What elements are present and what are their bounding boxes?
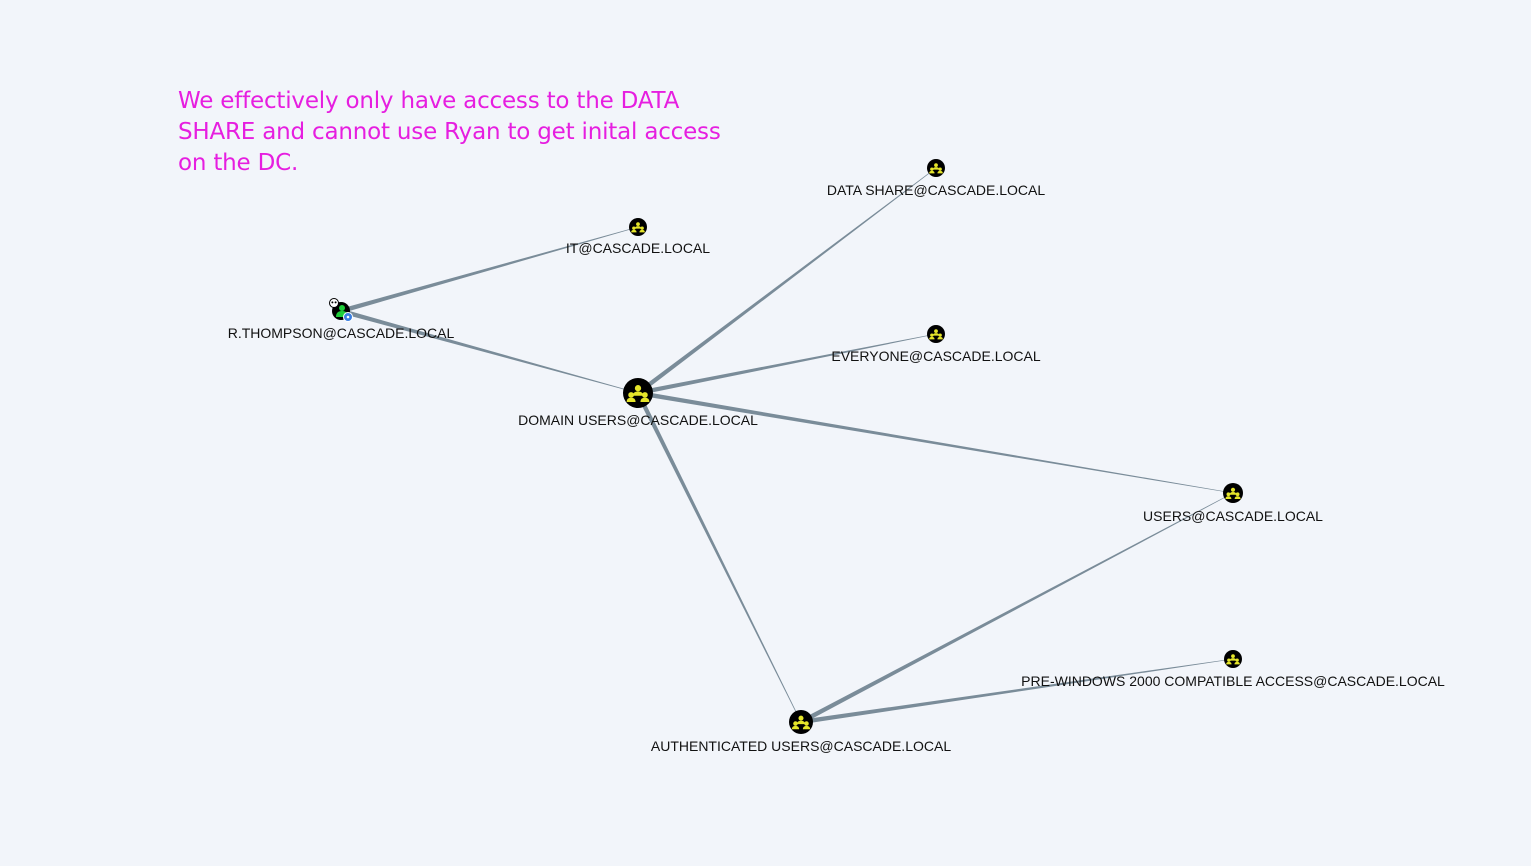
- group-icon: [791, 715, 811, 730]
- group-icon: [626, 385, 650, 402]
- edge-domainusers-users[interactable]: [637, 390, 1233, 494]
- group-icon: [929, 329, 943, 340]
- edge-authusers-users[interactable]: [799, 492, 1234, 724]
- node-label-domainusers: DOMAIN USERS@CASCADE.LOCAL: [518, 412, 758, 428]
- edge-authusers-prewin[interactable]: [800, 658, 1233, 725]
- node-label-everyone: EVERYONE@CASCADE.LOCAL: [831, 348, 1040, 364]
- node-domainusers[interactable]: DOMAIN USERS@CASCADE.LOCAL: [518, 378, 758, 428]
- skull-icon: [329, 298, 339, 308]
- edge-domainusers-everyone[interactable]: [637, 333, 937, 396]
- node-label-authusers: AUTHENTICATED USERS@CASCADE.LOCAL: [651, 738, 951, 754]
- edge-layer: [340, 167, 1234, 725]
- node-label-users: USERS@CASCADE.LOCAL: [1143, 508, 1323, 524]
- node-prewin[interactable]: PRE-WINDOWS 2000 COMPATIBLE ACCESS@CASCA…: [1021, 650, 1445, 689]
- edge-rthompson-it[interactable]: [340, 226, 639, 314]
- node-users[interactable]: USERS@CASCADE.LOCAL: [1143, 483, 1323, 524]
- node-label-datashare: DATA SHARE@CASCADE.LOCAL: [827, 182, 1046, 198]
- info-badge-icon: [343, 312, 353, 322]
- edge-domainusers-datashare[interactable]: [636, 167, 937, 395]
- group-icon: [1226, 654, 1240, 665]
- node-label-it: IT@CASCADE.LOCAL: [566, 240, 710, 256]
- edge-rthompson-domainusers[interactable]: [340, 308, 639, 394]
- node-layer: R.THOMPSON@CASCADE.LOCAL IT@CASCADE.LOCAL…: [228, 159, 1445, 754]
- node-label-prewin: PRE-WINDOWS 2000 COMPATIBLE ACCESS@CASCA…: [1021, 673, 1445, 689]
- group-icon: [1225, 487, 1241, 499]
- node-rthompson[interactable]: R.THOMPSON@CASCADE.LOCAL: [228, 298, 455, 342]
- node-datashare[interactable]: DATA SHARE@CASCADE.LOCAL: [827, 159, 1046, 198]
- annotation-note: We effectively only have access to the D…: [178, 88, 721, 176]
- group-icon: [929, 163, 943, 174]
- edge-domainusers-authusers[interactable]: [636, 392, 802, 723]
- node-it[interactable]: IT@CASCADE.LOCAL: [566, 218, 710, 256]
- node-authusers[interactable]: AUTHENTICATED USERS@CASCADE.LOCAL: [651, 710, 951, 754]
- group-icon: [631, 222, 645, 233]
- node-label-rthompson: R.THOMPSON@CASCADE.LOCAL: [228, 325, 455, 341]
- node-everyone[interactable]: EVERYONE@CASCADE.LOCAL: [831, 325, 1041, 364]
